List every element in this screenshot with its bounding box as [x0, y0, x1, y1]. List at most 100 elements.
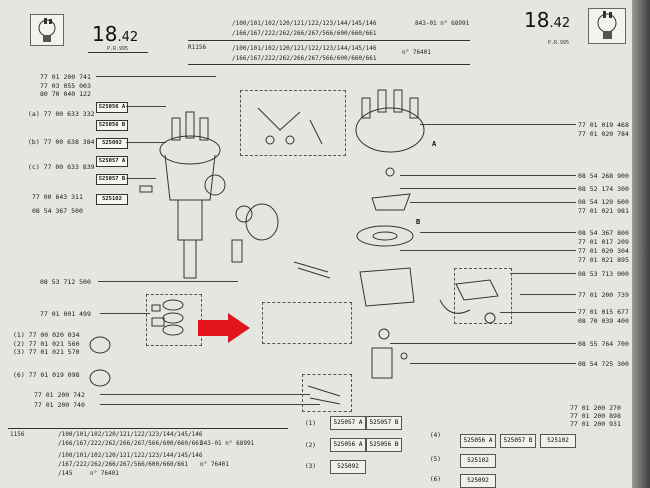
footer-vehicle-types-1: /100/101/102/120/121/122/123/144/145/146 — [58, 431, 203, 438]
page-number-right: 18.42 — [524, 8, 571, 32]
ref-number: 77 01 021 895 — [578, 256, 629, 264]
leader-line — [400, 175, 576, 176]
ref-number: 08 54 120 600 — [578, 198, 629, 206]
grid-cell: 525056 A — [460, 434, 496, 448]
ref-number: 08 53 712 500 — [40, 278, 91, 286]
group-frame — [262, 302, 352, 344]
ref-number: 77 01 017 209 — [578, 238, 629, 246]
ref-number: 77 01 200 270 — [570, 404, 621, 412]
ref-number: 77 01 200 740 — [34, 401, 85, 409]
ref-number: 08 53 713 000 — [578, 270, 629, 278]
leader-line — [98, 281, 238, 282]
ref-number: 77 01 200 739 — [578, 291, 629, 299]
grid-cell: 525102 — [540, 434, 576, 448]
grid-cell: 525057 A — [330, 416, 366, 430]
leader-line — [390, 343, 576, 344]
leader-line — [400, 250, 576, 251]
footer-code: 1156 — [10, 431, 25, 438]
footer-vehicle-types-2: /166/167/222/262/266/267/566/600/660/661 — [58, 440, 203, 447]
rule — [188, 64, 470, 65]
group-frame — [454, 268, 512, 324]
ref-number: 08 52 174 300 — [578, 185, 629, 193]
ref-number: (6) 77 01 019 098 — [13, 371, 80, 379]
grid-index: (6) — [430, 476, 441, 483]
ref-number: 77 01 200 931 — [570, 420, 621, 428]
header-vehicle-types-2: /166/167/222/262/266/267/566/600/660/661 — [232, 30, 377, 37]
leader-line — [126, 106, 166, 107]
footer-ref-1: 843-01 n° 68991 — [200, 440, 255, 447]
ref-number: 08 54 725 300 — [578, 360, 629, 368]
grid-cell: 525056 A — [330, 438, 366, 452]
part-box: 525057 A — [96, 156, 128, 167]
ref-number: 77 01 019 468 — [578, 121, 629, 129]
ref-number: 08 54 367 500 — [32, 207, 83, 215]
leader-line — [410, 363, 576, 364]
header-vehicle-types-3: /100/101/102/120/121/122/123/144/145/146 — [232, 45, 377, 52]
leader-line — [510, 273, 576, 274]
pr-label-right: P.R.995 — [548, 40, 570, 46]
ref-number: 77 01 001 499 — [40, 310, 91, 318]
ref-number: 77 01 200 742 — [34, 391, 85, 399]
ref-number: 77 01 020 304 — [578, 247, 629, 255]
ref-number: 77 03 055 003 — [40, 82, 91, 90]
ref-number: 80 70 040 122 — [40, 90, 91, 98]
grid-cell: 525057 B — [366, 416, 402, 430]
header-vehicle-types-1: /100/101/102/120/121/122/123/144/145/146 — [232, 20, 377, 27]
part-box: 525092 — [96, 138, 128, 149]
grid-index: (5) — [430, 456, 441, 463]
part-box: 525056 A — [96, 102, 128, 113]
grid-index: (3) — [305, 463, 316, 470]
rule — [8, 428, 288, 429]
red-arrow-icon — [198, 313, 250, 343]
header-ref-2: n° 76401 — [402, 49, 431, 56]
grid-cell: 525057 B — [500, 434, 536, 448]
grid-cell: 525092 — [460, 474, 496, 488]
ref-number: (c) 77 00 633 839 — [28, 163, 95, 171]
leader-line — [126, 142, 166, 143]
ref-number: 08 70 039 400 — [578, 317, 629, 325]
grid-cell: 525102 — [460, 454, 496, 468]
leader-line — [400, 188, 576, 189]
page-edge-shadow — [632, 0, 650, 488]
ref-number: 77 00 643 311 — [32, 193, 83, 201]
header-vehicle-types-4: /166/167/222/262/266/267/566/600/660/661 — [232, 55, 377, 62]
leader-line — [100, 394, 310, 395]
ref-number: 08 54 268 900 — [578, 172, 629, 180]
ref-number: 08 55 764 700 — [578, 340, 629, 348]
distributor-thumbnail-right — [588, 8, 626, 44]
distributor-thumbnail-left — [30, 14, 64, 46]
leader-line — [420, 124, 576, 125]
header-ref-1: 843-01 n° 68991 — [415, 20, 470, 27]
grid-cell: 525092 — [330, 460, 366, 474]
footer-vehicle-types-4: /167/222/262/266/267/566/600/660/661 — [58, 461, 189, 468]
ref-number: 77 01 020 784 — [578, 130, 629, 138]
group-frame — [302, 374, 352, 412]
leader-line — [500, 312, 576, 313]
rule — [88, 52, 148, 53]
ref-number: 08 54 367 800 — [578, 229, 629, 237]
part-box: 525056 B — [96, 120, 128, 131]
pr-label-left: P.R.995 — [107, 46, 129, 52]
ref-number: (a) 77 00 633 332 — [28, 110, 95, 118]
page-number-left: 18.42 — [92, 22, 139, 46]
group-frame — [240, 90, 346, 156]
leader-line — [100, 404, 320, 405]
part-box: 525102 — [96, 194, 128, 205]
leader-line — [96, 76, 216, 77]
footer-ref-3: n° 76401 — [90, 470, 119, 477]
leader-line — [420, 232, 576, 233]
distributor-icon — [38, 18, 56, 42]
grid-cell: 525056 B — [366, 438, 402, 452]
leader-line — [100, 313, 150, 314]
grid-index: (1) — [305, 420, 316, 427]
ref-number: 77 01 200 741 — [40, 73, 91, 81]
ref-number: 77 01 015 677 — [578, 308, 629, 316]
letter-a: A — [432, 140, 437, 148]
ref-number: (b) 77 00 638 384 — [28, 138, 95, 146]
grid-index: (2) — [305, 442, 316, 449]
ref-number: (3) 77 01 021 570 — [13, 348, 80, 356]
ref-number: 77 01 200 898 — [570, 412, 621, 420]
footer-vehicle-types-5: /145 — [58, 470, 73, 477]
